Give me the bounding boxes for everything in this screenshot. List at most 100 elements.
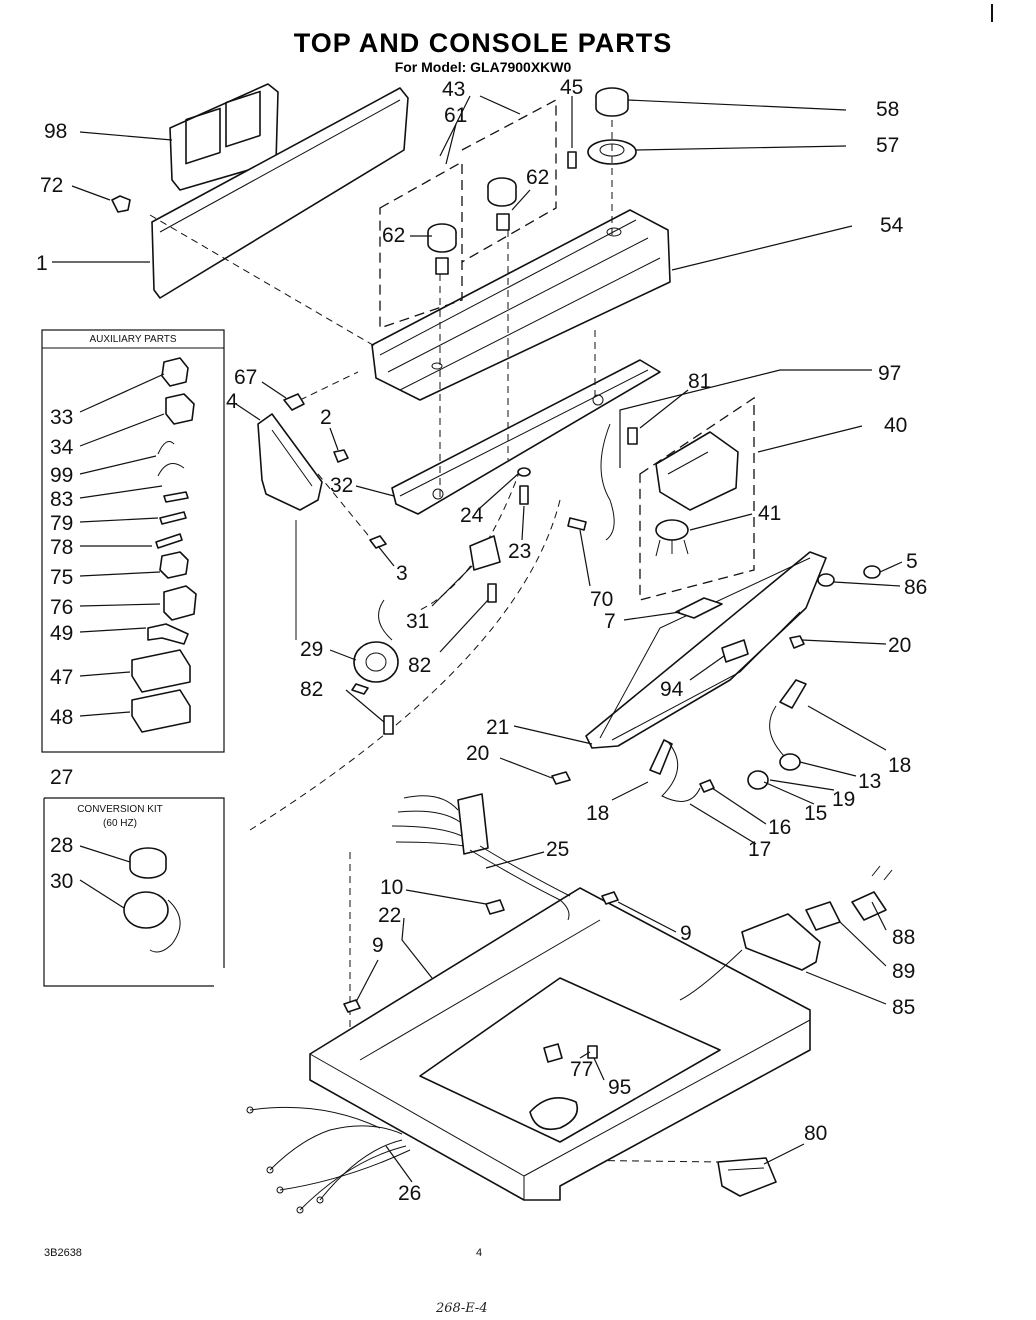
conversion-box-title: CONVERSION KIT [77, 804, 163, 815]
part-30-motor [123, 891, 181, 953]
callout-4: 4 [226, 390, 238, 413]
footer-code: 3B2638 [44, 1247, 82, 1259]
callout-62-left: 62 [382, 224, 405, 247]
part-80-foot [717, 1157, 777, 1197]
callout-67: 67 [234, 366, 257, 389]
callout-10: 10 [380, 876, 403, 899]
callout-81: 81 [688, 370, 711, 393]
auxiliary-parts-box [41, 329, 225, 753]
part-62-knob-right [487, 177, 517, 231]
callout-29: 29 [300, 638, 323, 661]
callout-25: 25 [546, 838, 569, 861]
callout-89: 89 [892, 960, 915, 983]
part-89-switch [805, 901, 841, 931]
part-20-screw-left [551, 771, 571, 785]
dashed-group-40 [639, 396, 755, 601]
callout-2: 2 [320, 406, 332, 429]
callout-83: 83 [50, 488, 73, 511]
part-29-timer-motor [351, 641, 399, 695]
callout-17: 17 [748, 838, 771, 861]
assembly-line [299, 371, 359, 401]
callout-15: 15 [804, 802, 827, 825]
callout-45: 45 [560, 76, 583, 99]
part-7-lid-pad [675, 597, 723, 619]
part-95-pin [587, 1045, 598, 1059]
callout-95: 95 [608, 1076, 631, 1099]
part-9-clip-left [343, 999, 361, 1013]
callout-94: 94 [660, 678, 684, 701]
callout-76: 76 [50, 596, 73, 619]
dashed-group-43 [461, 98, 557, 263]
part-82-screw-lower [383, 715, 394, 735]
callout-7: 7 [604, 610, 616, 633]
part-70-screw [567, 517, 587, 531]
part-13-lamp [779, 753, 801, 771]
callout-16: 16 [768, 816, 791, 839]
callout-28: 28 [50, 834, 73, 857]
callout-82-upper: 82 [408, 654, 431, 677]
part-15-socket [747, 770, 769, 790]
callout-18-right: 18 [888, 754, 911, 777]
part-62-knob-left [427, 223, 457, 275]
callout-77: 77 [570, 1058, 593, 1081]
callout-33: 33 [50, 406, 73, 429]
part-24-washer [517, 467, 531, 477]
callout-34: 34 [50, 436, 74, 459]
assembly-line [149, 214, 379, 349]
callout-9-right: 9 [680, 922, 692, 945]
callout-18-left: 18 [586, 802, 609, 825]
part-41-switch [655, 519, 689, 557]
part-77-plug [543, 1043, 563, 1063]
callout-57: 57 [876, 134, 899, 157]
page-title: TOP AND CONSOLE PARTS [294, 28, 673, 58]
callout-49: 49 [50, 622, 73, 645]
callout-numbers: 98 72 1 43 61 45 58 57 62 62 54 67 4 2 3… [36, 76, 927, 1205]
part-94-hinge [721, 639, 749, 663]
callout-78: 78 [50, 536, 73, 559]
part-28-pulley [129, 847, 167, 879]
part-98-control-bracket [169, 83, 279, 191]
callout-22: 22 [378, 904, 401, 927]
wire [679, 949, 743, 1001]
callout-21: 21 [486, 716, 509, 739]
callout-31: 31 [406, 610, 429, 633]
callout-82-lower: 82 [300, 678, 323, 701]
part-67-clip [283, 393, 305, 411]
part-54-console [371, 209, 671, 401]
callout-72: 72 [40, 174, 63, 197]
page-number: 4 [476, 1247, 482, 1259]
assembly-line [317, 473, 373, 541]
leader-lines [52, 95, 903, 1183]
callout-3: 3 [396, 562, 408, 585]
callout-98: 98 [44, 120, 67, 143]
dashed-group-61 [379, 160, 463, 329]
part-72-screw [111, 195, 131, 213]
part-31-bracket [469, 535, 501, 571]
aux-part-icons [131, 357, 197, 733]
callout-23: 23 [508, 540, 531, 563]
callout-43: 43 [442, 78, 465, 101]
part-26-harness [246, 1106, 411, 1214]
part-18-switch-lower [649, 739, 701, 802]
callout-13: 13 [858, 770, 881, 793]
part-18-switch-upper [769, 679, 807, 757]
callout-79: 79 [50, 512, 73, 535]
callout-62-right: 62 [526, 166, 549, 189]
callout-58: 58 [876, 98, 899, 121]
conversion-kit-box [43, 797, 225, 987]
part-81-screw [627, 427, 638, 445]
part-16-clip [699, 779, 715, 793]
callout-80: 80 [804, 1122, 827, 1145]
part-58-knob [595, 87, 629, 117]
part-45-screw [567, 151, 577, 169]
part-86-bumper [817, 573, 835, 587]
callout-88: 88 [892, 926, 915, 949]
part-9-clip-right [601, 891, 619, 905]
wire [600, 423, 615, 541]
callout-9-left: 9 [372, 934, 384, 957]
part-3-screw [369, 535, 387, 549]
callout-47: 47 [50, 666, 73, 689]
gasket-ring [529, 1096, 579, 1131]
callout-30: 30 [50, 870, 73, 893]
callout-97: 97 [878, 362, 901, 385]
